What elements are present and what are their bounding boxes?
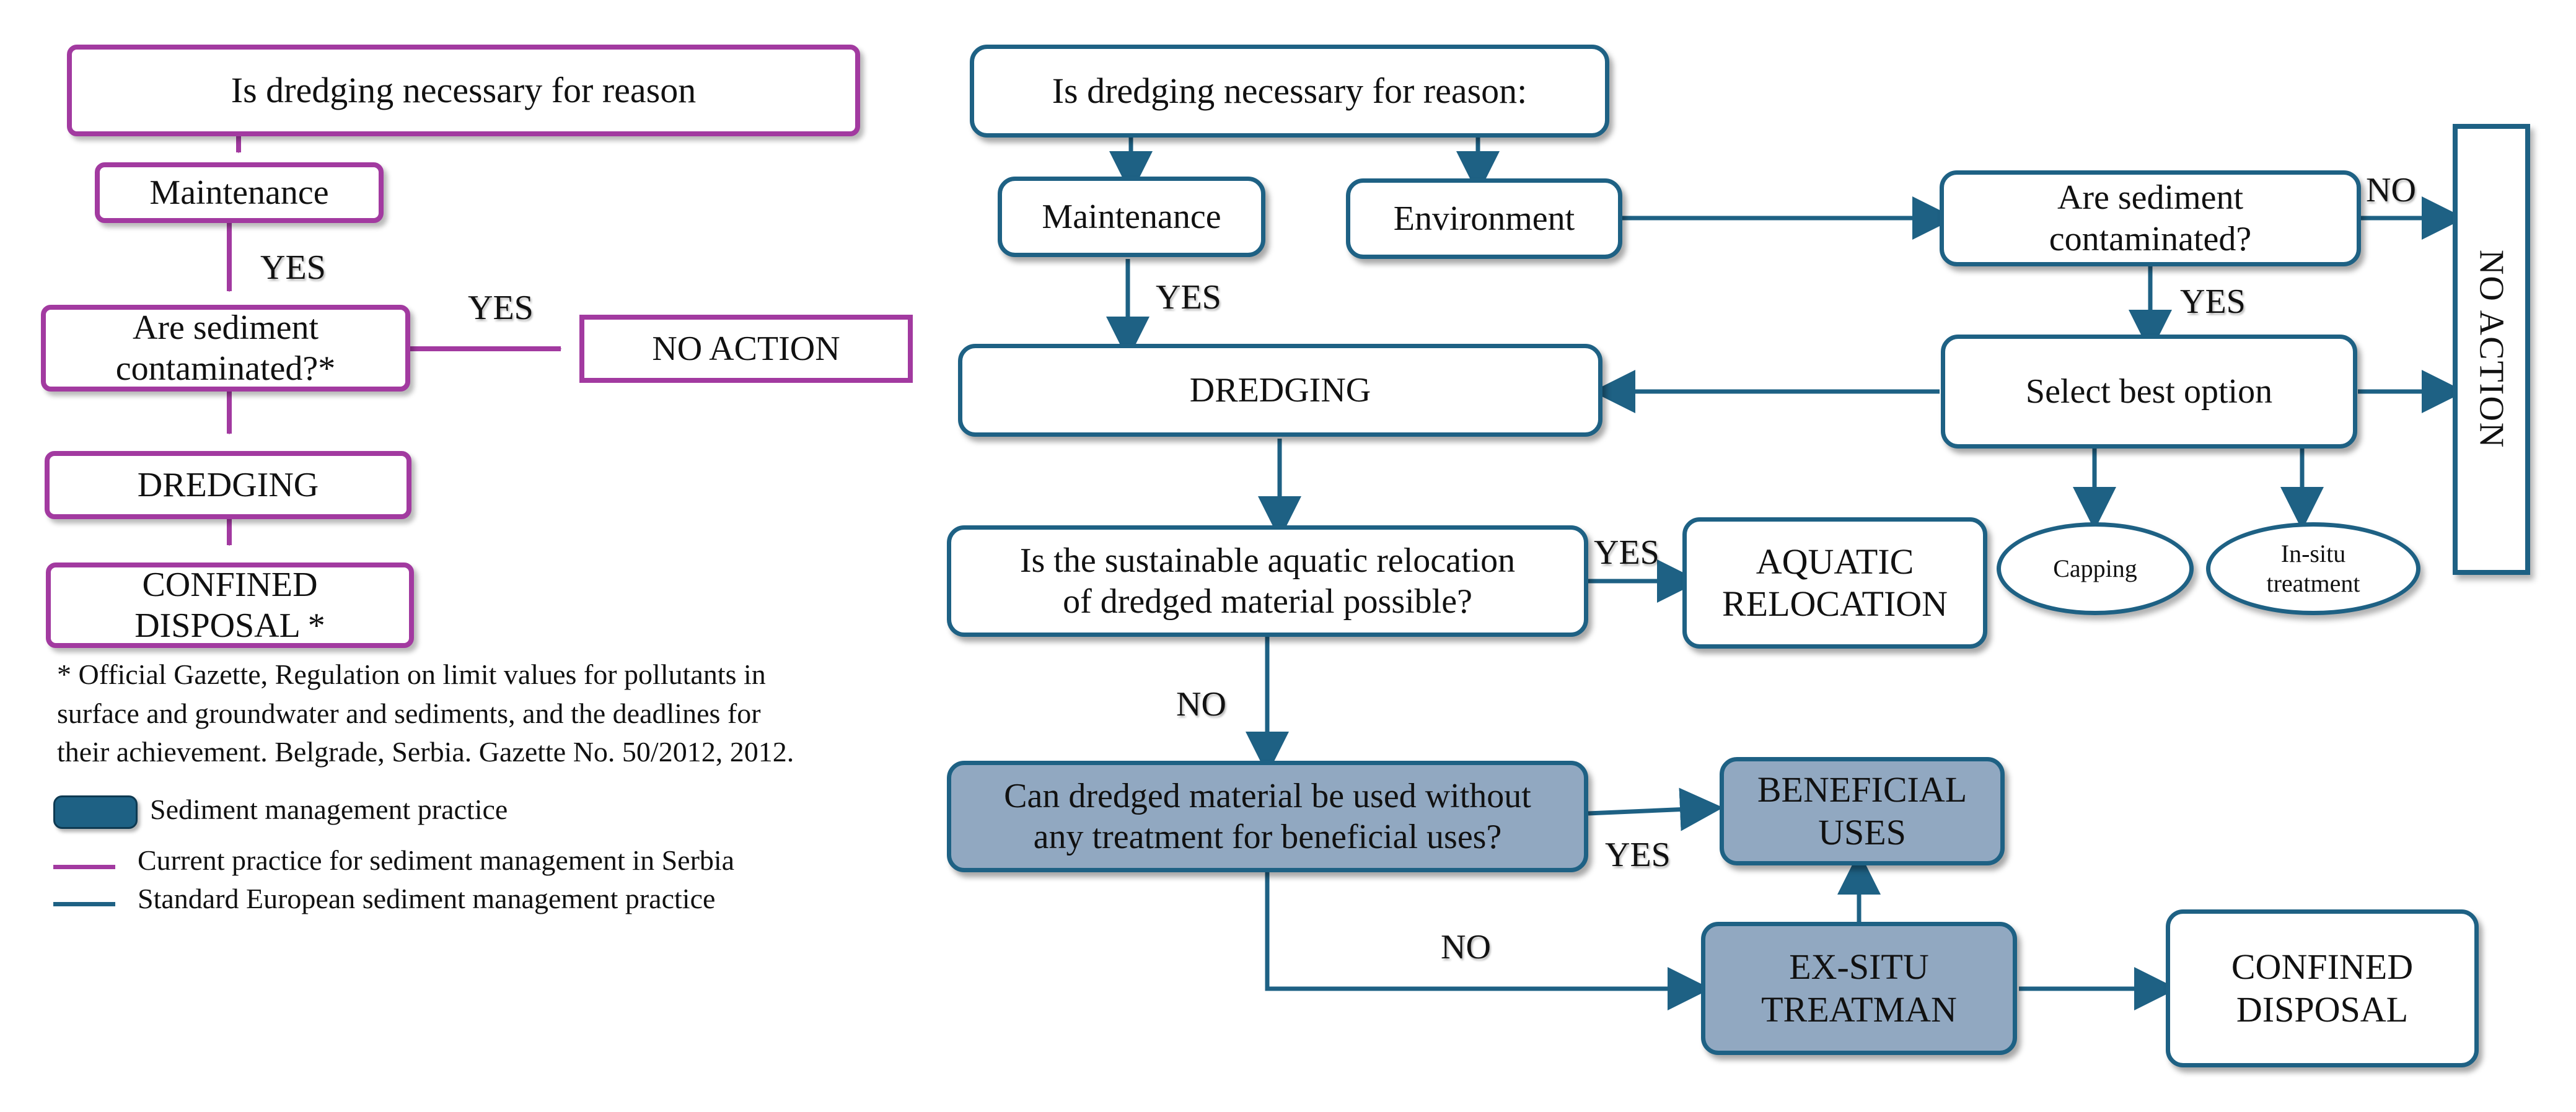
eu-relocation-question-line1: Is the sustainable aquatic relocation (1019, 541, 1516, 580)
eu-environment-text: Environment (1393, 199, 1575, 238)
serbia-contaminated-line1: Are sediment (132, 308, 319, 347)
eu-insitu-line2: treatment (2266, 569, 2360, 597)
footnote-line1: * Official Gazette, Regulation on limit … (57, 659, 766, 690)
eu-select-best-text: Select best option (2025, 372, 2273, 411)
eu-select-best-box: Select best option (1941, 335, 2357, 449)
eu-dredging-text: DREDGING (1189, 370, 1371, 409)
serbia-question-box: Is dredging necessary for reason (67, 45, 860, 136)
serbia-yes-label-1: YES (260, 248, 326, 287)
eu-disposal-line1: CONFINED (2231, 947, 2414, 987)
eu-environment-box: Environment (1346, 178, 1622, 259)
legend-swatch-practice (53, 795, 138, 829)
eu-no-beneficial-label: NO (1441, 928, 1491, 966)
legend-item-serbia: Current practice for sediment management… (138, 844, 735, 876)
serbia-disposal-box: CONFINED DISPOSAL * (46, 563, 414, 648)
eu-aquatic-line2: RELOCATION (1721, 584, 1948, 624)
eu-exsitu-line2: TREATMAN (1761, 989, 1957, 1030)
eu-beneficial-question-line2: any treatment for beneficial uses? (1033, 818, 1502, 856)
eu-beneficial-line2: USES (1818, 812, 1906, 852)
serbia-disposal-line2: DISPOSAL * (134, 606, 325, 645)
serbia-contaminated-line2: contaminated?* (115, 349, 336, 388)
eu-yes-contaminated-label: YES (2180, 282, 2246, 321)
legend-line-serbia (53, 865, 115, 869)
eu-no-contaminated-label: NO (2366, 171, 2416, 209)
arrow-beneficial-question-to-exsitu (1265, 872, 1711, 1010)
footnote-line3: their achievement. Belgrade, Serbia. Gaz… (57, 736, 794, 768)
eu-capping-text: Capping (2053, 554, 2137, 582)
eu-beneficial-uses-box: BENEFICIAL USES (1720, 757, 2005, 865)
serbia-question-text: Is dredging necessary for reason (231, 69, 697, 110)
eu-exsitu-treatment-box: EX-SITU TREATMAN (1701, 922, 2017, 1055)
legend-line-european (53, 902, 115, 906)
serbia-no-action-box: NO ACTION (579, 315, 913, 383)
eu-no-relocation-label: NO (1176, 685, 1226, 724)
serbia-disposal-line1: CONFINED (142, 565, 318, 604)
eu-yes-beneficial-label: YES (1605, 836, 1671, 874)
eu-beneficial-question-line1: Can dredged material be used without (1004, 776, 1531, 815)
eu-question-text: Is dredging necessary for reason: (1052, 70, 1528, 111)
serbia-maintenance-box: Maintenance (95, 162, 384, 223)
eu-insitu-oval: In-situ treatment (2206, 522, 2420, 615)
serbia-dredging-box: DREDGING (45, 451, 411, 519)
legend-item-european: Standard European sediment management pr… (138, 883, 716, 914)
serbia-no-action-text: NO ACTION (652, 329, 840, 368)
serbia-maintenance-text: Maintenance (149, 173, 329, 212)
eu-question-box: Is dredging necessary for reason: (970, 45, 1609, 138)
eu-yes-relocation-label: YES (1594, 533, 1659, 572)
eu-no-action-text: NO ACTION (2472, 250, 2511, 449)
eu-capping-oval: Capping (1997, 522, 2194, 615)
eu-dredging-box: DREDGING (958, 344, 1602, 437)
eu-aquatic-relocation-box: AQUATIC RELOCATION (1682, 517, 1987, 649)
eu-contaminated-line1: Are sediment (2057, 178, 2244, 217)
eu-maintenance-text: Maintenance (1042, 197, 1221, 236)
eu-relocation-question-line2: of dredged material possible? (1063, 582, 1472, 621)
serbia-yes-label-2: YES (468, 289, 534, 327)
eu-relocation-question-box: Is the sustainable aquatic relocation of… (947, 525, 1588, 637)
eu-no-action-box: NO ACTION (2453, 124, 2530, 575)
serbia-dredging-text: DREDGING (137, 465, 319, 504)
serbia-contaminated-box: Are sediment contaminated?* (41, 305, 410, 392)
footnote-line2: surface and groundwater and sediments, a… (57, 697, 761, 729)
arrow-beneficial-question-to-uses (1588, 787, 1723, 831)
eu-contaminated-line2: contaminated? (2049, 219, 2252, 258)
eu-disposal-line2: DISPOSAL (2236, 989, 2409, 1030)
eu-exsitu-line1: EX-SITU (1789, 947, 1929, 987)
eu-contaminated-box: Are sediment contaminated? (1940, 170, 2361, 266)
eu-aquatic-line1: AQUATIC (1756, 541, 1914, 582)
eu-beneficial-question-box: Can dredged material be used without any… (947, 761, 1588, 872)
eu-confined-disposal-box: CONFINED DISPOSAL (2166, 909, 2479, 1067)
eu-beneficial-line1: BENEFICIAL (1757, 769, 1967, 810)
eu-insitu-line1: In-situ (2280, 540, 2346, 567)
eu-maintenance-box: Maintenance (998, 177, 1265, 257)
eu-yes-maintenance-label: YES (1156, 278, 1221, 317)
legend-item-practice: Sediment management practice (150, 794, 508, 825)
footnote: * Official Gazette, Regulation on limit … (57, 655, 794, 772)
